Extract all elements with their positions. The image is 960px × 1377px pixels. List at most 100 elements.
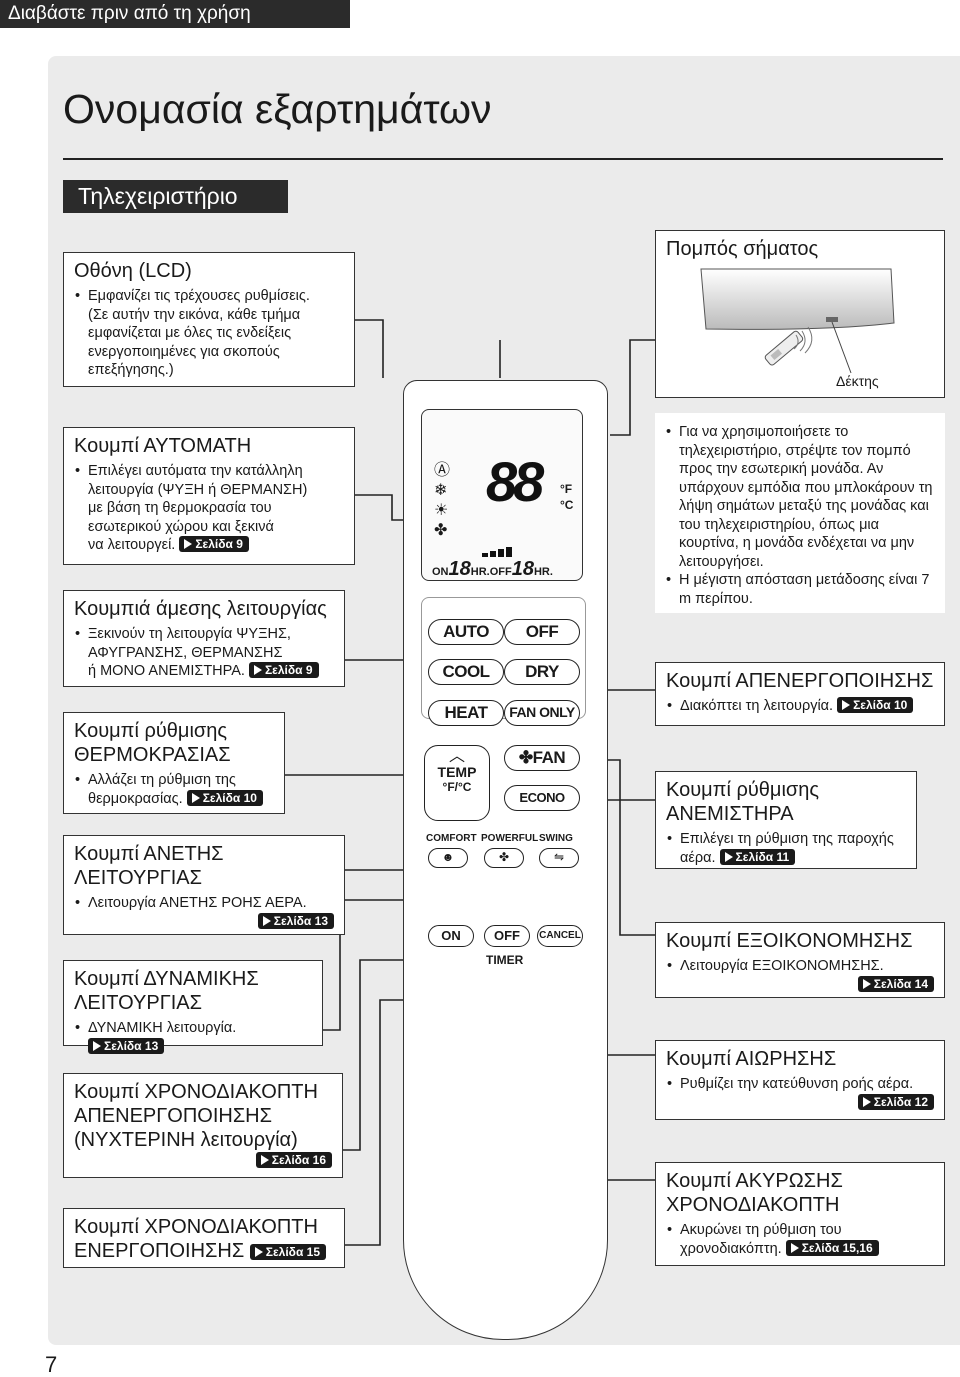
powerful-label: POWERFUL — [481, 833, 539, 844]
fan-button[interactable]: ✤FAN — [504, 745, 580, 771]
page-ref-badge[interactable]: Σελίδα 11 — [719, 848, 796, 865]
off-button[interactable]: OFF — [504, 619, 580, 645]
off-timer-callout-title: ΑΠΕΝΕΡΓΟΠΟΙΗΣΗΣ — [74, 1105, 272, 1127]
econo-callout-line: Λειτουργία ΕΞΟΙΚΟΝΟΜΗΣΗΣ. — [666, 957, 934, 976]
on-timer-callout-title: ΕΝΕΡΓΟΠΟΙΗΣΗΣ — [74, 1240, 245, 1262]
cancel-callout-line: χρονοδιακόπτη. — [680, 1240, 782, 1257]
lcd-callout-line: εμφανίζεται με όλες τις ενδείξεις — [88, 325, 292, 341]
fan-icon: ✤ — [518, 748, 533, 767]
comfort-callout-title: Κουμπί ΑΝΕΤΗΣ — [74, 843, 224, 865]
cancel-callout-title: Κουμπί ΑΚΥΡΩΣΗΣ — [666, 1170, 843, 1192]
page-number: 7 — [45, 1352, 58, 1377]
cancel-callout-line: Ακυρώνει τη ρύθμιση του — [680, 1222, 842, 1238]
lcd-callout-item: Εμφανίζει τις τρέχουσες ρυθμίσεις. — [74, 287, 344, 306]
remote-controller: Ⓐ ❄ ☀ ✤ 88 °F °C ON18HR.OFF18HR. AUTO OF… — [403, 380, 608, 1340]
direct-callout-line: ή ΜΟΝΟ ΑΝΕΜΙΣΤΗΡΑ. — [88, 663, 245, 679]
heat-button[interactable]: HEAT — [428, 700, 504, 726]
page-ref-badge[interactable]: Σελίδα 15 — [249, 1244, 327, 1260]
lcd-callout-title: Οθόνη (LCD) — [74, 260, 192, 282]
fan-callout-title: ΑΝΕΜΙΣΤΗΡΑ — [666, 803, 794, 825]
fan-level-bars — [482, 544, 562, 557]
off-button-callout: Κουμπί ΑΠΕΝΕΡΓΟΠΟΙΗΣΗΣ Διακόπτει τη λειτ… — [655, 662, 945, 726]
page-ref-badge[interactable]: Σελίδα 10 — [837, 697, 914, 713]
signal-note: Η μέγιστη απόσταση μετάδοσης είναι 7 m π… — [665, 571, 935, 608]
temp-digits: 88 — [486, 450, 544, 513]
page-ref-badge[interactable]: Σελίδα 9 — [248, 662, 319, 678]
powerful-callout-title: ΛΕΙΤΟΥΡΓΙΑΣ — [74, 992, 202, 1014]
dry-button[interactable]: DRY — [504, 659, 580, 685]
off-timer-callout: Κουμπί ΧΡΟΝΟΔΙΑΚΟΠΤΗ ΑΠΕΝΕΡΓΟΠΟΙΗΣΗΣ (ΝΥ… — [63, 1073, 343, 1178]
lcd-callout-line: επεξήγησης.) — [88, 362, 174, 378]
heat-mode-icon: ☀ — [434, 502, 449, 519]
signal-notes: Για να χρησιμοποιήσετε το τηλεχειριστήρι… — [655, 413, 945, 613]
direct-callout-line: Ξεκινούν τη λειτουργία ΨΥΞΗΣ, — [88, 626, 291, 642]
econo-button-callout: Κουμπί ΕΞΟΙΚΟΝΟΜΗΣΗΣ Λειτουργία ΕΞΟΙΚΟΝΟ… — [655, 922, 945, 998]
auto-callout-line: να λειτουργεί. — [88, 537, 176, 553]
auto-callout-title: Κουμπί ΑΥΤΟΜΑΤΗ — [74, 435, 252, 457]
swing-button[interactable]: ⇋ — [539, 848, 579, 868]
on-timer-label: ON — [432, 566, 449, 578]
comfort-button[interactable]: ☻ — [428, 848, 468, 868]
econo-callout-title: Κουμπί ΕΞΟΙΚΟΝΟΜΗΣΗΣ — [666, 930, 913, 952]
page-ref-badge[interactable]: Σελίδα 9 — [179, 536, 249, 552]
off-callout-line: Διακόπτει τη λειτουργία. — [680, 698, 834, 714]
page-ref-badge[interactable]: Σελίδα 13 — [88, 1037, 165, 1054]
fan-mode-icon: ✤ — [434, 522, 448, 539]
page-ref-badge[interactable]: Σελίδα 10 — [186, 789, 263, 806]
mode-icons: Ⓐ ❄ ☀ ✤ — [434, 456, 450, 540]
page-title: Ονομασία εξαρτημάτων — [63, 86, 492, 132]
cancel-callout-title: ΧΡΟΝΟΔΙΑΚΟΠΤΗ — [666, 1194, 840, 1216]
direct-callout-title: Κουμπιά άμεσης λειτουργίας — [74, 598, 327, 620]
temp-callout-title: Κουμπί ρύθμισης — [74, 720, 227, 742]
fan-only-button[interactable]: FAN ONLY — [504, 700, 580, 726]
lcd-callout-line: ενεργοποιημένες για σκοπούς — [88, 343, 280, 360]
page-ref-badge[interactable]: Σελίδα 14 — [857, 975, 934, 992]
on-timer-button[interactable]: ON — [428, 925, 474, 947]
hr-label: HR. — [533, 566, 553, 578]
auto-callout-line: εσωτερικού χώρου και ξεκινά — [88, 518, 274, 535]
timer-label: TIMER — [486, 953, 524, 967]
page-ref-badge[interactable]: Σελίδα 15,16 — [785, 1239, 879, 1256]
page-ref-badge[interactable]: Σελίδα 12 — [857, 1093, 934, 1110]
temp-callout-line: θερμοκρασίας. — [88, 790, 183, 807]
direct-callout-line: ΑΦΥΓΡΑΝΣΗΣ, ΘΕΡΜΑΝΣΗΣ — [88, 644, 283, 661]
auto-callout-line: λειτουργία (ΨΥΞΗ ή ΘΕΡΜΑΝΣΗ) — [88, 481, 308, 498]
off-callout-title: Κουμπί ΑΠΕΝΕΡΓΟΠΟΙΗΣΗΣ — [666, 670, 934, 692]
swing-callout-title: Κουμπί ΑΙΩΡΗΣΗΣ — [666, 1048, 837, 1070]
off-timer-label: OFF — [489, 566, 512, 578]
temp-callout-line: Αλλάζει τη ρύθμιση της — [88, 772, 236, 788]
auto-button[interactable]: AUTO — [428, 619, 504, 645]
auto-callout-line: Επιλέγει αυτόματα την κατάλληλη — [88, 463, 303, 479]
fan-label: FAN — [532, 748, 566, 767]
off-timer-callout-title: (ΝΥΧΤΕΡΙΝΗ λειτουργία) — [74, 1129, 298, 1151]
temp-button-callout: Κουμπί ρύθμισης ΘΕΡΜΟΚΡΑΣΙΑΣ Αλλάζει τη … — [63, 712, 285, 814]
fan-callout-line: Επιλέγει τη ρύθμιση της παροχής — [680, 831, 894, 847]
powerful-button-callout: Κουμπί ΔΥΝΑΜΙΚΗΣ ΛΕΙΤΟΥΡΓΙΑΣ ΔΥΝΑΜΙΚΗ λε… — [63, 960, 323, 1054]
comfort-label: COMFORT — [426, 833, 477, 844]
powerful-button[interactable]: ✤ — [484, 848, 524, 868]
page-ref-badge[interactable]: Σελίδα 16 — [255, 1152, 332, 1168]
cancel-timer-button[interactable]: CANCEL — [537, 925, 583, 947]
cool-button[interactable]: COOL — [428, 659, 504, 685]
mode-button-panel — [421, 597, 586, 719]
temp-unit-label: °F/°C — [442, 780, 472, 794]
lcd-callout: Οθόνη (LCD) Εμφανίζει τις τρέχουσες ρυθμ… — [63, 252, 355, 387]
temp-callout-title: ΘΕΡΜΟΚΡΑΣΙΑΣ — [74, 744, 231, 766]
swing-button-callout: Κουμπί ΑΙΩΡΗΣΗΣ Ρυθμίζει την κατεύθυνση … — [655, 1040, 945, 1120]
temp-button[interactable]: ︿ TEMP °F/°C — [424, 745, 490, 821]
fahrenheit-label: °F — [560, 482, 573, 496]
page-ref-badge[interactable]: Σελίδα 13 — [257, 912, 334, 929]
off-timer-button[interactable]: OFF — [484, 925, 530, 947]
powerful-callout-title: Κουμπί ΔΥΝΑΜΙΚΗΣ — [74, 968, 259, 990]
comfort-button-callout: Κουμπί ΑΝΕΤΗΣ ΛΕΙΤΟΥΡΓΙΑΣ Λειτουργία ΑΝΕ… — [63, 835, 345, 935]
fan-callout-line: αέρα. — [680, 849, 716, 866]
auto-button-callout: Κουμπί ΑΥΤΟΜΑΤΗ Επιλέγει αυτόματα την κα… — [63, 427, 355, 565]
fan-button-callout: Κουμπί ρύθμισης ΑΝΕΜΙΣΤΗΡΑ Επιλέγει τη ρ… — [655, 771, 917, 869]
section-header-tab: Διαβάστε πριν από τη χρήση — [0, 0, 350, 28]
cool-mode-icon: ❄ — [434, 482, 448, 499]
cancel-button-callout: Κουμπί ΑΚΥΡΩΣΗΣ ΧΡΟΝΟΔΙΑΚΟΠΤΗ Ακυρώνει τ… — [655, 1162, 945, 1266]
signal-callout-title: Πομπός σήματος — [666, 238, 819, 260]
on-timer-callout: Κουμπί ΧΡΟΝΟΔΙΑΚΟΠΤΗ ΕΝΕΡΓΟΠΟΙΗΣΗΣ Σελίδ… — [63, 1208, 345, 1268]
title-divider — [63, 158, 943, 160]
econo-button[interactable]: ECONO — [504, 785, 580, 811]
